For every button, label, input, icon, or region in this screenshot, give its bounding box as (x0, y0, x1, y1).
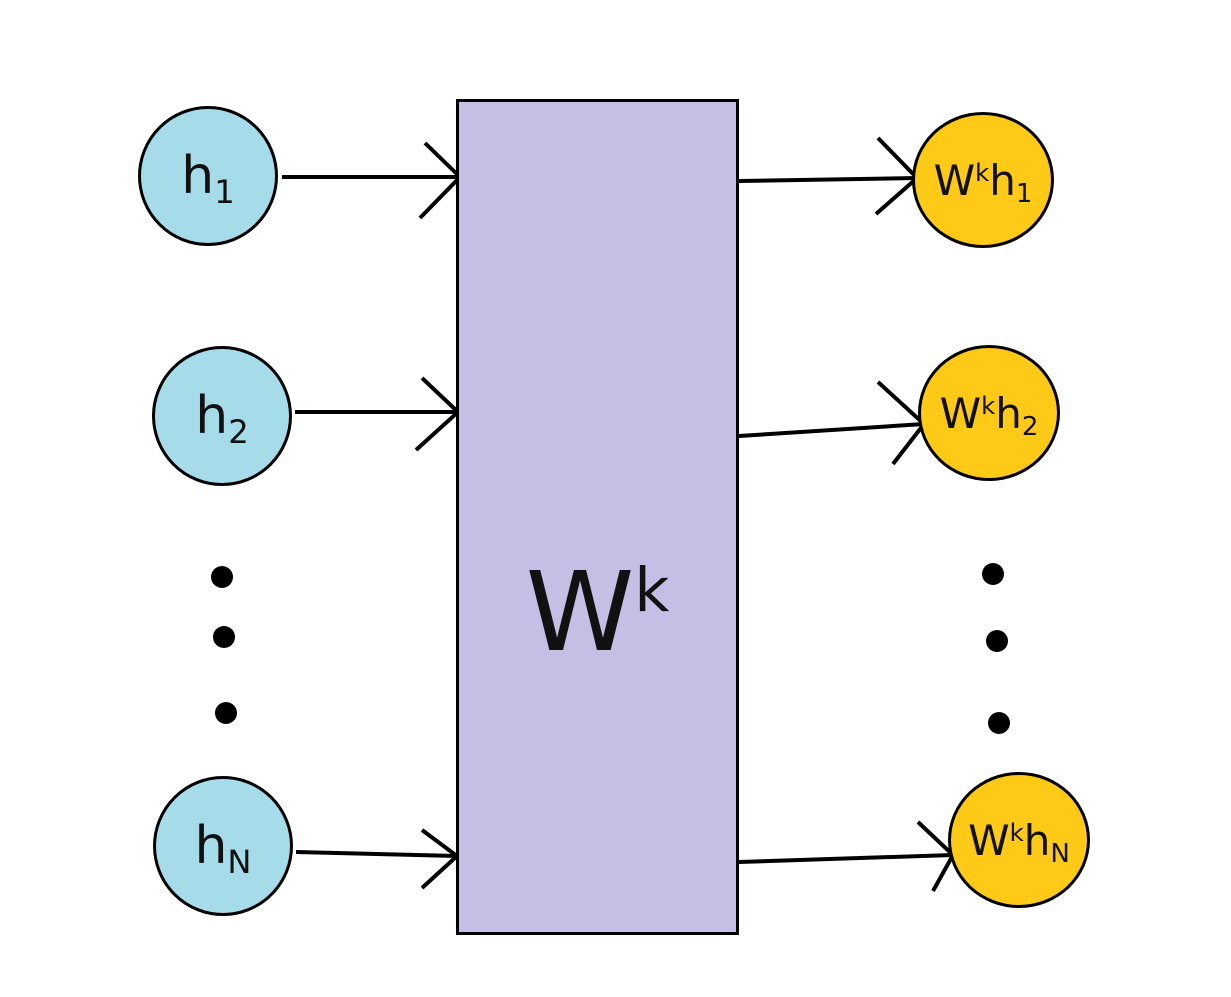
arrow-h2-to-matrix (295, 376, 461, 452)
output-ellipsis-dot (988, 712, 1010, 734)
arrow-hN-to-matrix (295, 828, 461, 890)
output-ellipsis-dot (986, 630, 1008, 652)
weight-matrix-box: Wk (456, 99, 739, 935)
arrow-matrix-to-out1 (738, 136, 920, 216)
input-node-label: h1 (181, 146, 235, 211)
input-node-label: h2 (195, 386, 249, 451)
input-ellipsis-dot (211, 566, 233, 588)
arrow-matrix-to-outN (738, 820, 956, 892)
matrix-label: Wk (525, 548, 670, 676)
input-ellipsis-dot (213, 626, 235, 648)
output-node-label: WkhN (968, 815, 1070, 870)
output-node-label: Wkh2 (939, 388, 1039, 443)
output-ellipsis-dot (982, 563, 1004, 585)
input-node-h2: h2 (152, 346, 292, 486)
input-node-label: hN (194, 816, 252, 881)
output-node-2: Wkh2 (918, 345, 1060, 481)
input-node-h1: h1 (138, 106, 278, 246)
output-node-N: WkhN (948, 772, 1090, 908)
output-node-1: Wkh1 (912, 112, 1054, 248)
input-ellipsis-dot (215, 702, 237, 724)
arrow-h1-to-matrix (282, 141, 463, 220)
arrow-matrix-to-out2 (738, 380, 927, 466)
output-node-label: Wkh1 (933, 155, 1033, 210)
input-node-hN: hN (153, 776, 293, 916)
